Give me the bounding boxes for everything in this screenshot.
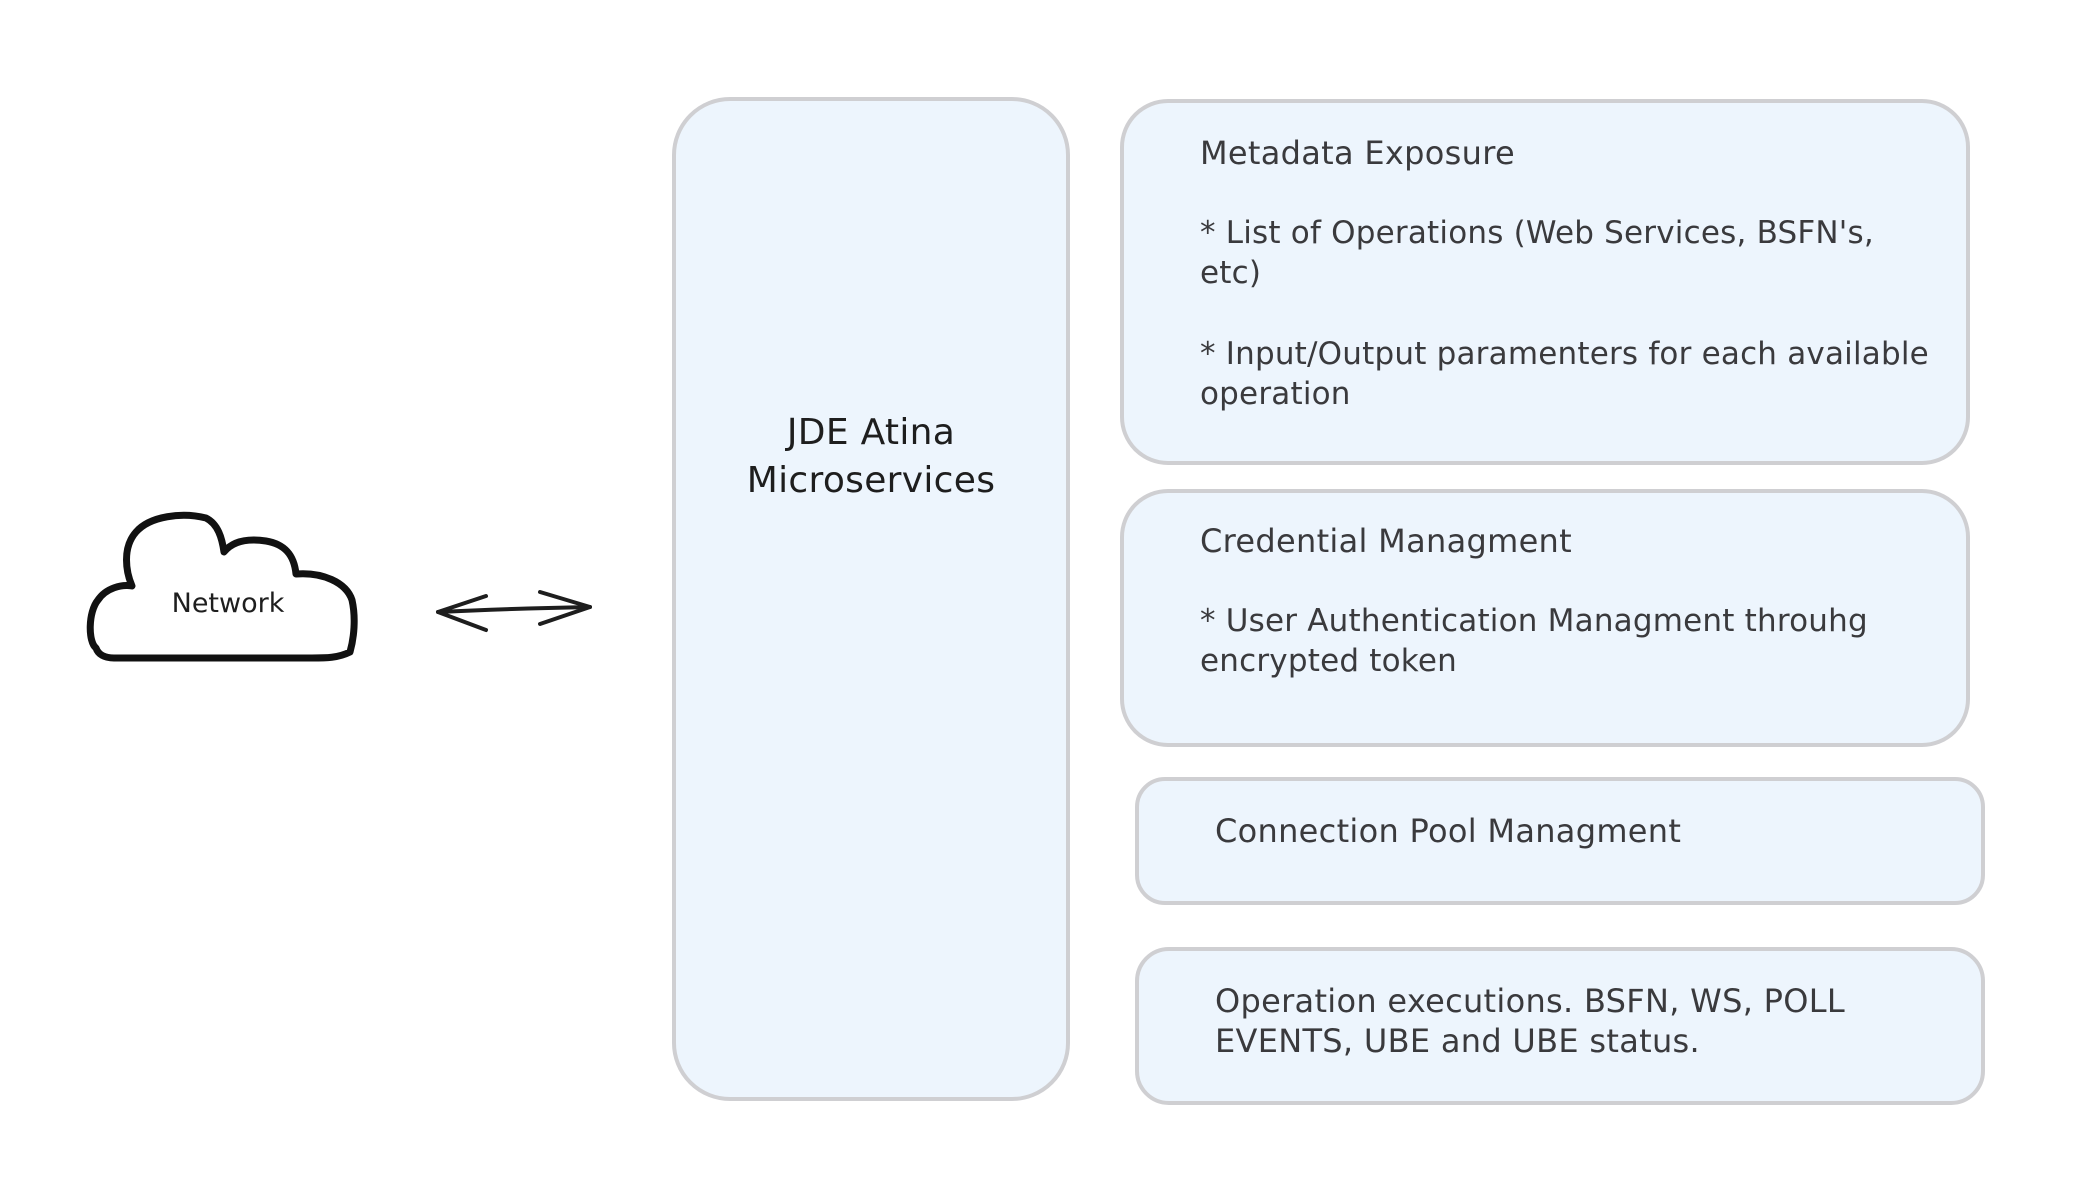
bidirectional-arrow-icon (436, 590, 592, 632)
credential-managment-list: * User Authentication Managment throuhg … (1200, 601, 1940, 722)
list-item: * User Authentication Managment throuhg … (1200, 603, 1868, 679)
metadata-exposure-box: Metadata Exposure * List of Operations (… (1120, 99, 1970, 465)
network-cloud-icon (86, 511, 358, 662)
microservices-title: JDE Atina Microservices (746, 412, 996, 501)
microservices-box: JDE Atina Microservices (672, 97, 1070, 1101)
list-item: * Input/Output paramenters for each avai… (1200, 336, 1929, 412)
metadata-exposure-title: Metadata Exposure (1200, 134, 1515, 172)
operation-executions-box: Operation executions. BSFN, WS, POLL EVE… (1135, 947, 1985, 1105)
credential-managment-box: Credential Managment * User Authenticati… (1120, 489, 1970, 747)
connection-pool-title: Connection Pool Managment (1215, 812, 1682, 850)
credential-managment-title: Credential Managment (1200, 522, 1572, 560)
operation-executions-title: Operation executions. BSFN, WS, POLL EVE… (1215, 982, 1846, 1060)
network-label: Network (172, 588, 285, 619)
connection-pool-box: Connection Pool Managment (1135, 777, 1985, 905)
metadata-exposure-list: * List of Operations (Web Services, BSFN… (1200, 213, 1940, 455)
list-item: * List of Operations (Web Services, BSFN… (1200, 215, 1874, 291)
